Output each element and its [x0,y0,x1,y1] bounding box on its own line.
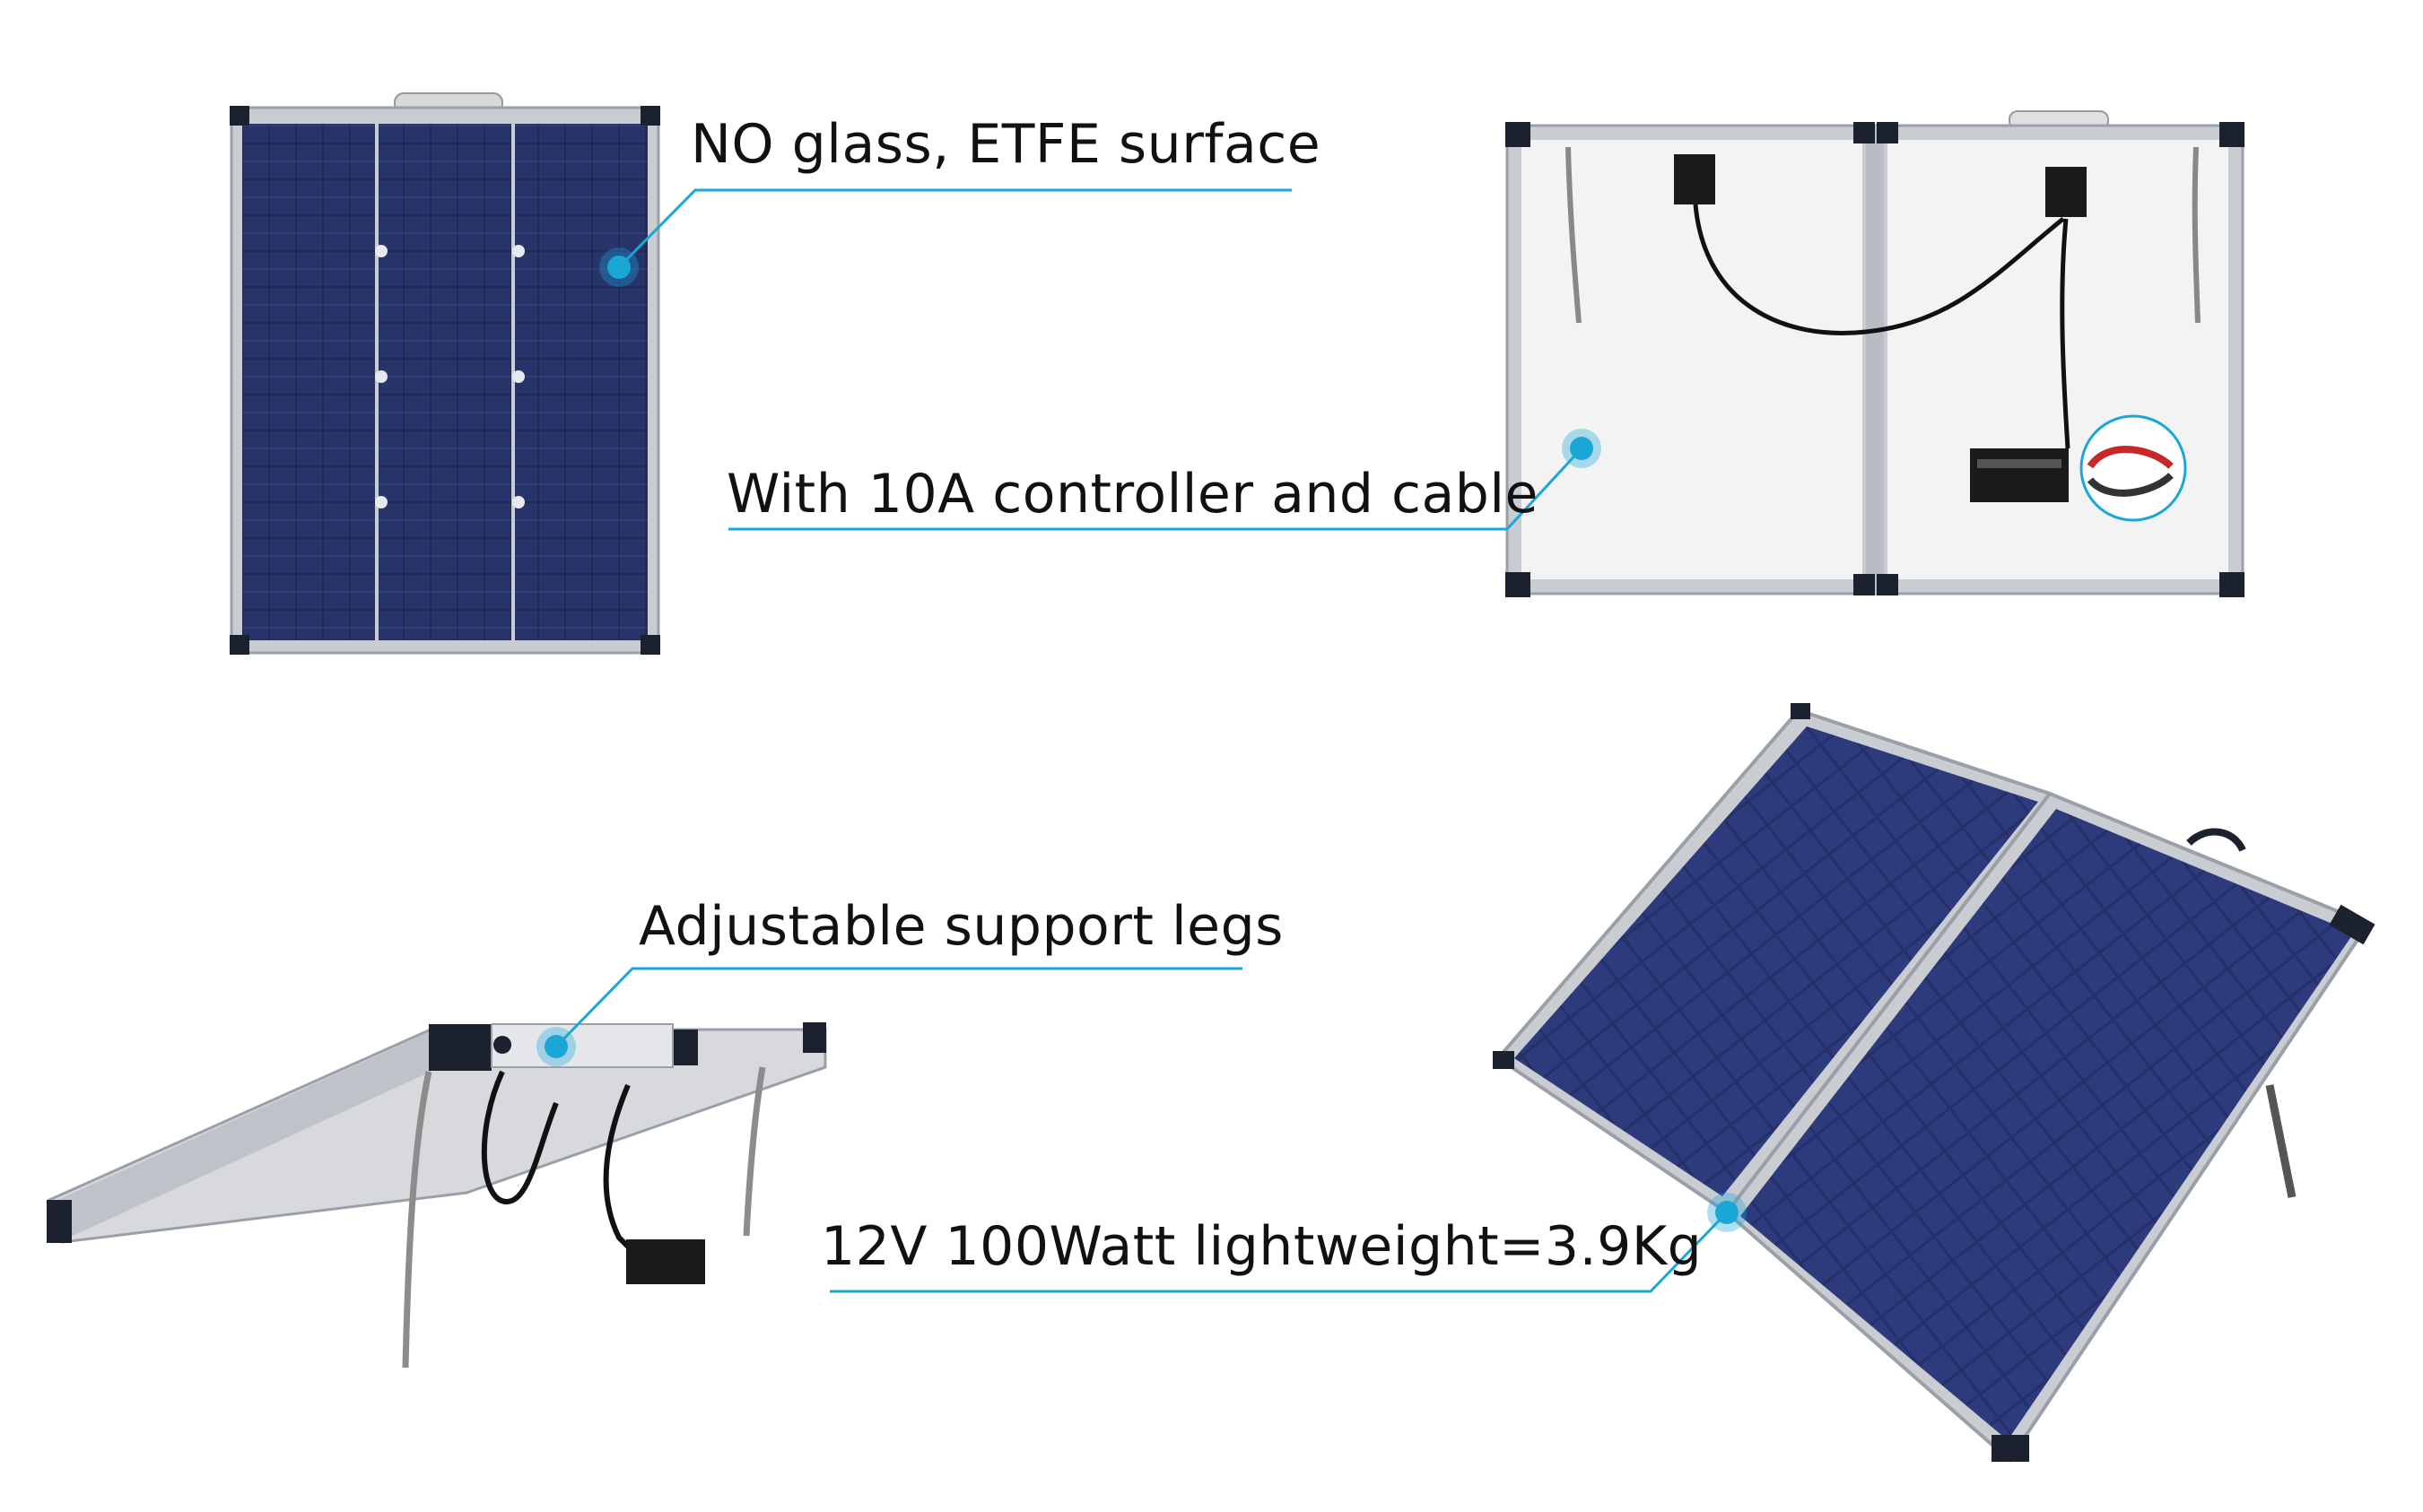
open-panel-image [1493,703,2375,1464]
support-leg-left [402,1071,432,1369]
callout-controller [728,429,1601,531]
charge-controller [1970,448,2069,502]
callout-surface [599,188,1292,287]
caption-controller: With 10A controller and cable [727,463,1538,526]
controller-box-underside [626,1239,705,1284]
panel-left-half [1514,726,2038,1196]
cell-column-middle [379,124,511,640]
panel-right-half [1740,809,2354,1440]
cell-column-right [515,124,648,640]
caption-specs: 12V 100Watt lightweight=3.9Kg [821,1215,1703,1278]
junction-box-right [2045,167,2087,217]
carry-handle-open [2186,828,2246,852]
support-legs-image [47,1022,827,1369]
kickstand-leg [2265,1084,2297,1198]
backsheet-left [1521,140,1862,579]
back-panel-image [1505,110,2244,597]
caption-legs: Adjustable support legs [639,895,1284,958]
support-leg-right [743,1066,766,1237]
callout-legs [536,967,1242,1066]
front-panel-image [230,92,660,655]
caption-surface: NO glass, ETFE surface [691,113,1321,176]
cell-column-left [242,124,375,640]
junction-box-left [1674,154,1715,204]
callout-specs [830,1193,1747,1293]
cable-clips-inset [2079,414,2187,522]
